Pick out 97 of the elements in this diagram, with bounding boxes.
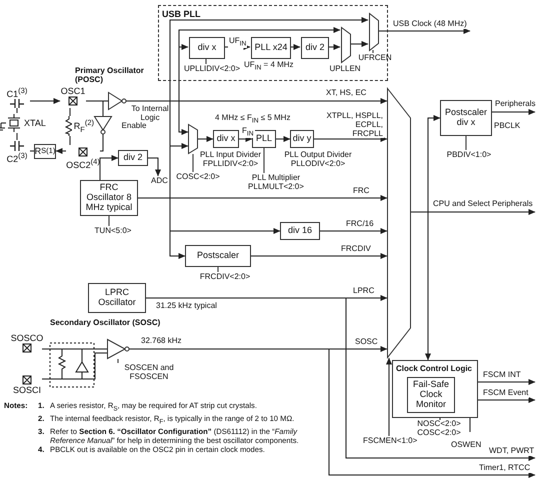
arrow (30, 98, 60, 104)
signal-label: UFRCEN (357, 53, 393, 62)
annotation-text: Secondary Oscillator (SOSC) (50, 318, 162, 328)
edge-label: 32.768 kHz (140, 337, 182, 346)
arrow (320, 228, 388, 234)
arrow (148, 158, 161, 176)
edge-label: Peripherals (494, 100, 536, 109)
signal-label: SOSCEN and FSOSCEN (123, 363, 175, 382)
block-box: div x (213, 130, 239, 148)
block-box: Postscaler div x (440, 100, 492, 136)
annotation-text: UF$_{IN}$ = 4 MHz (244, 60, 295, 72)
block-box: Postscaler (185, 245, 251, 267)
arrow (328, 44, 340, 50)
amplifier-symbol (107, 339, 129, 359)
edge-label: WDT, PWRT (488, 447, 536, 456)
edge-label: UF$_{IN}$ (228, 37, 248, 48)
arrow (128, 348, 536, 478)
connector-line (42, 348, 108, 350)
block-title: Clock Control Logic (396, 364, 472, 373)
signal-label: To Internal Logic (131, 104, 170, 122)
component-label: SOSCI (12, 385, 41, 395)
component-label: SOSCO (10, 333, 44, 343)
signal-label: UPLLEN (328, 64, 362, 74)
block-box: PLL x24 (251, 37, 291, 59)
amplifier-symbol (108, 92, 126, 110)
edge-label: LPRC (352, 287, 376, 296)
logic-block (392, 360, 478, 418)
block-box: PLL (252, 130, 276, 148)
component-label: XTAL (24, 118, 46, 128)
block-box: div x (189, 37, 225, 59)
annotation-text: 31.25 kHz typical (156, 301, 218, 310)
amplifier-symbol (94, 116, 112, 134)
annotation-text: SOSC (355, 337, 379, 346)
arrow (314, 136, 388, 142)
connector-line (30, 150, 34, 152)
signal-label: PLL Multiplier PLLMULT<2:0> (247, 173, 305, 192)
edge-label: F$_{IN}$ (241, 127, 255, 138)
block-box: FRC Oscillator 8 MHz typical (80, 180, 138, 216)
edge-label: ADC (150, 177, 169, 186)
arrow (138, 198, 186, 259)
arrow (386, 358, 392, 436)
block-box: div 2 (301, 37, 329, 59)
connector-line (42, 352, 108, 380)
arrow (378, 28, 470, 34)
signal-label: PLL Output Divider PLLODIV<2:0> (283, 150, 353, 168)
component-label: C2$^{(3)}$ (6, 150, 28, 164)
arrow (290, 44, 300, 50)
multiplexer-symbol (341, 27, 351, 63)
edge-label: XT, HS, EC (325, 89, 368, 98)
edge-label: FRC (352, 187, 370, 196)
edge-label: FSCM INT (482, 371, 522, 380)
connector-line (86, 100, 104, 116)
block-box: div 16 (280, 222, 320, 240)
signal-label: Enable (120, 121, 146, 130)
edge-label: FSCM Event (482, 389, 530, 398)
edge-label: OSWEN (450, 441, 482, 450)
annotation-text: 4 MHz ≤ F$_{IN}$ ≤ 5 MHz (215, 113, 292, 126)
edge-label: CPU and Select Peripherals (432, 200, 534, 209)
signal-label: FRCDIV<2:0> (198, 272, 252, 282)
edge-label: Timer1, RTCC (478, 464, 532, 473)
block-box: div 2 (118, 150, 148, 166)
component-label: C1$^{(3)}$ (6, 86, 28, 99)
edge-label: USB Clock (48 MHz) (392, 20, 468, 29)
connector-line (16, 132, 18, 140)
signal-label: TUN<5:0> (94, 226, 132, 236)
connector-line (16, 108, 18, 114)
annotation-text: Primary Oscillator (POSC) (75, 66, 145, 84)
arrow (238, 136, 252, 142)
component-label: OSC1 (60, 86, 86, 96)
edge-label: FSCMEN<1:0> (362, 437, 418, 446)
signal-label: PBDIV<1:0> (446, 150, 492, 160)
arrow (478, 379, 536, 385)
arrow (250, 253, 388, 259)
block-box: LPRC Oscillator (88, 283, 146, 313)
edge-label: FRC/16 (345, 220, 375, 229)
signal-label: PLL Input Divider FPLLIDIV<2:0> (199, 150, 262, 168)
block-box: Fail-Safe Clock Monitor (407, 377, 455, 413)
block-box: div y (290, 130, 314, 148)
connector-line (100, 134, 104, 152)
signal-label: COSC<2:0> (176, 172, 220, 182)
arrow (100, 155, 118, 180)
edge-label: FRCDIV (340, 245, 372, 254)
arrow (350, 41, 368, 47)
multiplexer-symbol (387, 88, 411, 358)
arrow (56, 148, 66, 154)
arrow (224, 44, 250, 50)
annotation-text: PBCLK (494, 121, 522, 130)
component-label: OSC2$^{(4)}$ (66, 156, 100, 170)
multiplexer-symbol (188, 124, 198, 154)
arrow (276, 136, 290, 142)
arrow (492, 109, 536, 115)
multiplexer-symbol (369, 13, 379, 51)
arrow (410, 212, 431, 360)
arrow (478, 397, 536, 403)
arrow (126, 100, 188, 135)
arrow (198, 136, 214, 142)
block-title: USB PLL (162, 9, 201, 19)
